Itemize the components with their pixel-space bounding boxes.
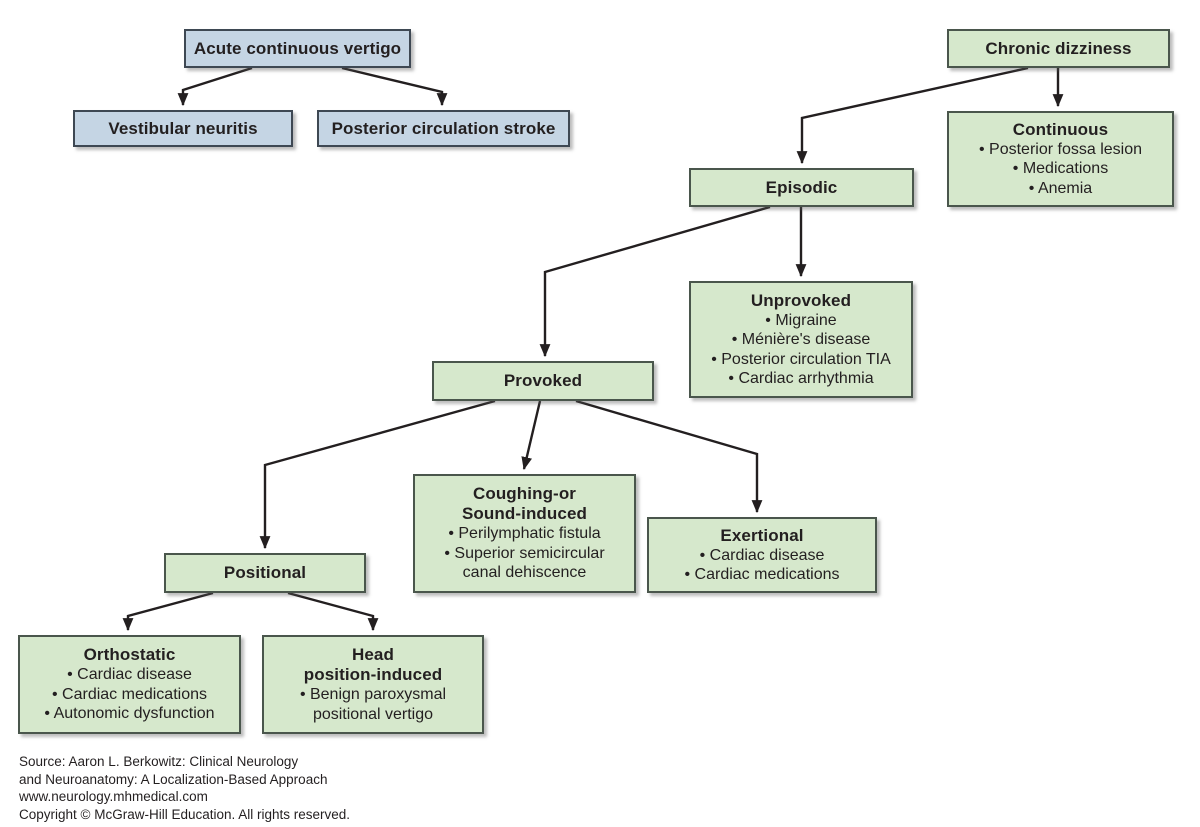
- arrow-positional-to-head-position: [287, 591, 379, 632]
- bullet-item-continuation: canal dehiscence: [462, 564, 587, 582]
- node-title: Chronic dizziness: [985, 38, 1132, 58]
- node-episodic: Episodic: [689, 168, 914, 207]
- node-vestibular-neuritis: Vestibular neuritis: [73, 110, 293, 147]
- node-chronic-dizziness: Chronic dizziness: [947, 29, 1170, 68]
- node-posterior-circulation-stroke: Posterior circulation stroke: [317, 110, 570, 147]
- bullet-item-continuation: positional vertigo: [312, 705, 434, 723]
- source-attribution: Source: Aaron L. Berkowitz: Clinical Neu…: [19, 753, 350, 823]
- node-title: Continuous: [1012, 119, 1109, 139]
- node-provoked: Provoked: [432, 361, 654, 401]
- bullet-item: • Cardiac disease: [67, 666, 192, 684]
- node-exertional: Exertional • Cardiac disease • Cardiac m…: [647, 517, 877, 593]
- arrow-acute-to-vestibular-neuritis: [177, 66, 253, 107]
- node-continuous: Continuous • Posterior fossa lesion • Me…: [947, 111, 1174, 207]
- bullet-item: • Posterior fossa lesion: [978, 140, 1142, 158]
- node-acute-continuous-vertigo: Acute continuous vertigo: [184, 29, 411, 68]
- bullet-item: • Cardiac disease: [699, 546, 825, 564]
- bullet-item: • Autonomic dysfunction: [44, 705, 215, 723]
- bullet-item: • Perilymphatic fistula: [448, 525, 601, 543]
- bullet-item: • Cardiac medications: [684, 566, 840, 583]
- node-title: Provoked: [503, 371, 583, 390]
- source-url: www.neurology.mhmedical.com: [19, 789, 208, 804]
- arrow-positional-to-orthostatic: [122, 591, 214, 632]
- source-line: and Neuroanatomy: A Localization-Based A…: [19, 771, 328, 787]
- node-title: Acute continuous vertigo: [193, 38, 402, 58]
- node-head-position-induced: Head position-induced • Benign paroxysma…: [262, 635, 484, 734]
- bullet-item: • Cardiac arrhythmia: [728, 370, 874, 387]
- bullet-item: • Benign paroxysmal: [299, 686, 447, 703]
- node-title: Positional: [223, 563, 307, 582]
- arrow-acute-to-posterior-stroke: [341, 66, 448, 107]
- bullet-item: • Medications: [1012, 160, 1109, 178]
- source-line: Source: Aaron L. Berkowitz: Clinical Neu…: [19, 754, 299, 769]
- node-title: Coughing-or: [472, 484, 577, 504]
- node-title: Posterior circulation stroke: [331, 118, 556, 138]
- bullet-item: • Ménière's disease: [731, 331, 871, 348]
- bullet-item: • Migraine: [765, 311, 837, 329]
- bullet-item: • Cardiac medications: [52, 685, 207, 703]
- node-orthostatic: Orthostatic • Cardiac disease • Cardiac …: [18, 635, 241, 734]
- bullet-item: • Superior semicircular: [444, 544, 605, 562]
- arrow-provoked-to-coughing: [521, 400, 542, 471]
- node-title: Unprovoked: [750, 290, 852, 310]
- node-title: Head: [352, 645, 394, 664]
- copyright-line: Copyright © McGraw-Hill Education. All r…: [19, 806, 351, 822]
- node-unprovoked: Unprovoked • Migraine • Ménière's diseas…: [689, 281, 913, 398]
- node-title: position-induced: [303, 665, 443, 684]
- bullet-item: • Posterior circulation TIA: [711, 350, 891, 368]
- node-positional: Positional: [164, 553, 366, 593]
- node-coughing-or-sound-induced: Coughing-or Sound-induced • Perilymphati…: [413, 474, 636, 593]
- node-title: Vestibular neuritis: [108, 118, 258, 138]
- node-title: Exertional: [720, 525, 804, 545]
- node-title: Orthostatic: [83, 645, 176, 665]
- node-title: Sound-induced: [461, 504, 587, 524]
- bullet-item: • Anemia: [1028, 179, 1093, 197]
- node-title: Episodic: [765, 177, 838, 197]
